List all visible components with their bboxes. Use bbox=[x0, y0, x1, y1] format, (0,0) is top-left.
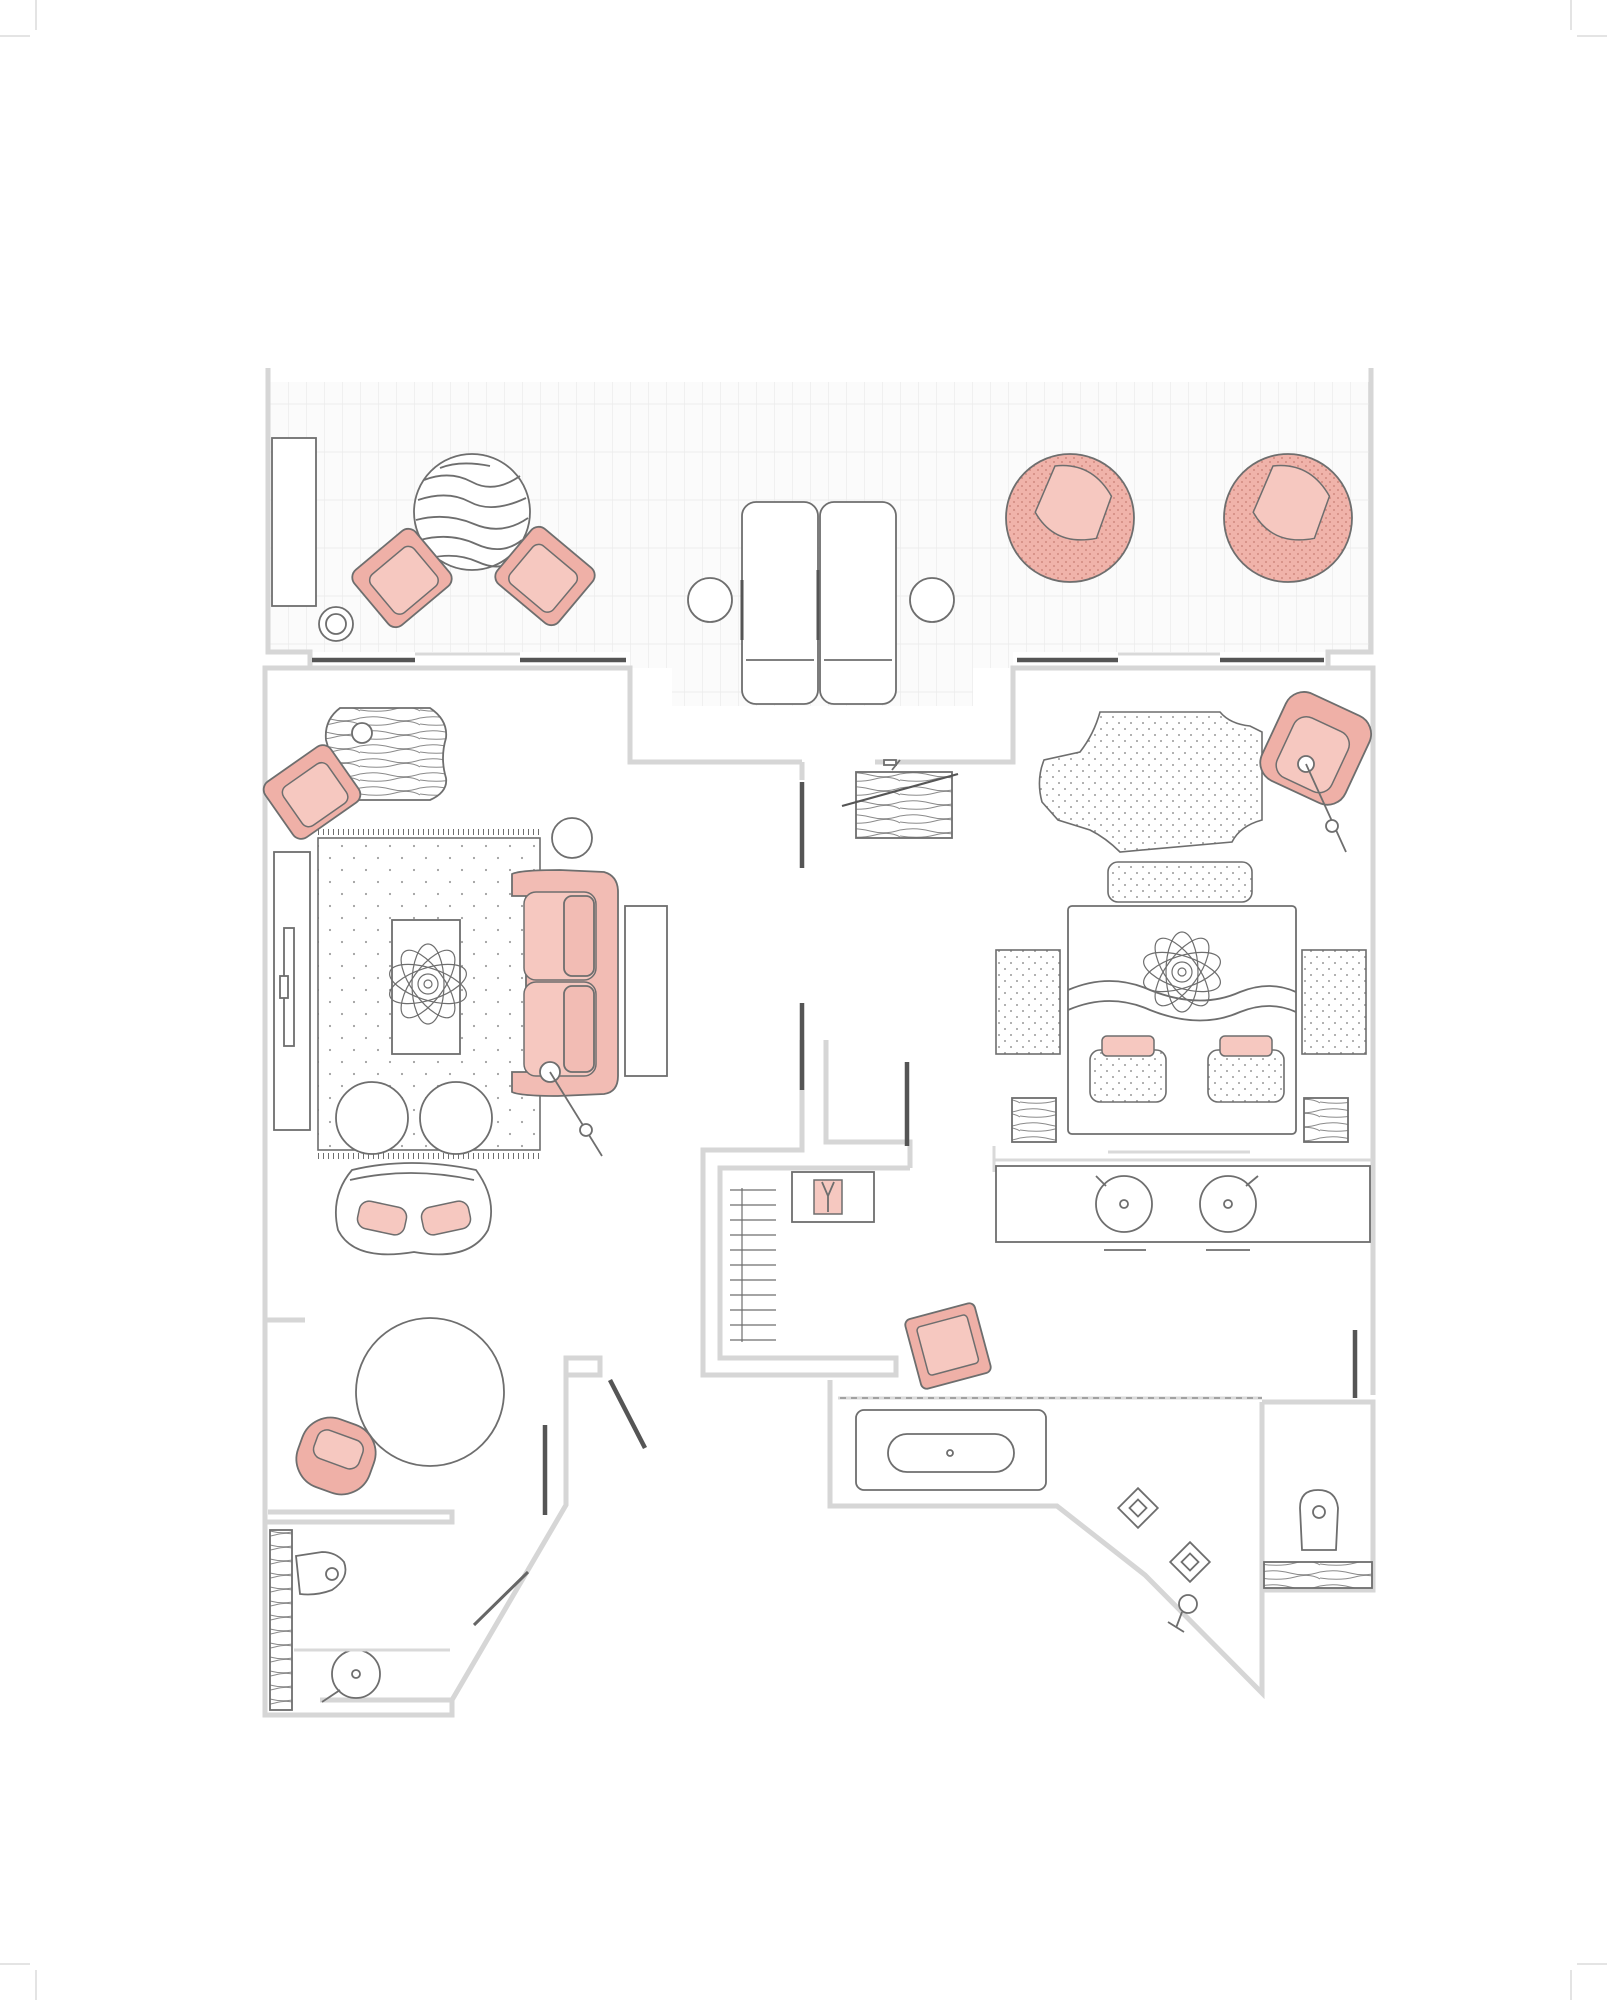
terrace bbox=[265, 368, 1374, 706]
basin bbox=[1199, 1175, 1259, 1251]
round-stool bbox=[909, 577, 955, 623]
basin bbox=[321, 1649, 381, 1703]
desk bbox=[841, 759, 959, 839]
sun-lounger bbox=[740, 501, 820, 705]
loveseat bbox=[335, 1162, 493, 1256]
interior-walls bbox=[262, 665, 1376, 1718]
dresser bbox=[791, 1171, 875, 1223]
pink-armchair bbox=[904, 1302, 992, 1390]
vanity-counter bbox=[269, 1529, 293, 1711]
pouf bbox=[419, 1081, 493, 1155]
toilet bbox=[1263, 1489, 1373, 1589]
pink-armchair bbox=[494, 525, 596, 627]
pouf bbox=[335, 1081, 409, 1155]
coffee-table bbox=[389, 919, 467, 1055]
floor-lamp bbox=[1297, 755, 1347, 853]
bathroom bbox=[855, 1302, 1373, 1633]
round-stool bbox=[687, 577, 733, 623]
reading-armchair bbox=[1259, 691, 1372, 806]
planter-bench bbox=[271, 437, 317, 607]
side-table bbox=[318, 606, 354, 642]
terrace-sliding-windows bbox=[312, 652, 1324, 663]
toilet bbox=[295, 1551, 347, 1596]
bathtub bbox=[855, 1409, 1047, 1491]
basin bbox=[1095, 1175, 1153, 1251]
bedside-chair bbox=[995, 949, 1061, 1055]
king-bed bbox=[1067, 905, 1297, 1135]
walk-in-closet bbox=[730, 1171, 875, 1342]
sun-lounger bbox=[819, 501, 897, 705]
side-table bbox=[324, 707, 448, 801]
pink-egg-chair bbox=[1223, 453, 1353, 583]
sideboard bbox=[624, 905, 668, 1077]
pink-armchair bbox=[351, 527, 453, 629]
living-room bbox=[262, 707, 668, 1256]
guest-toilet bbox=[269, 1529, 450, 1711]
dining-area bbox=[295, 1317, 505, 1496]
sofa bbox=[511, 869, 619, 1097]
side-table bbox=[551, 817, 593, 859]
nightstand bbox=[1303, 1097, 1349, 1143]
pink-egg-chair bbox=[1005, 453, 1135, 583]
bedroom bbox=[992, 691, 1372, 1172]
nightstand bbox=[1011, 1097, 1057, 1143]
bedside-chair bbox=[1301, 949, 1367, 1055]
round-dining-table bbox=[355, 1317, 505, 1467]
double-vanity bbox=[995, 1165, 1371, 1251]
wood-round-table bbox=[413, 453, 531, 571]
shower bbox=[1116, 1486, 1212, 1633]
floor-lamp bbox=[539, 1061, 603, 1157]
pink-armchair bbox=[262, 744, 362, 840]
bench bbox=[1107, 861, 1253, 903]
pink-armchair bbox=[295, 1416, 377, 1496]
rug bbox=[1038, 711, 1263, 853]
tv-console bbox=[273, 851, 311, 1131]
door-panels bbox=[472, 782, 1358, 1627]
clothes-rail bbox=[730, 1188, 776, 1342]
